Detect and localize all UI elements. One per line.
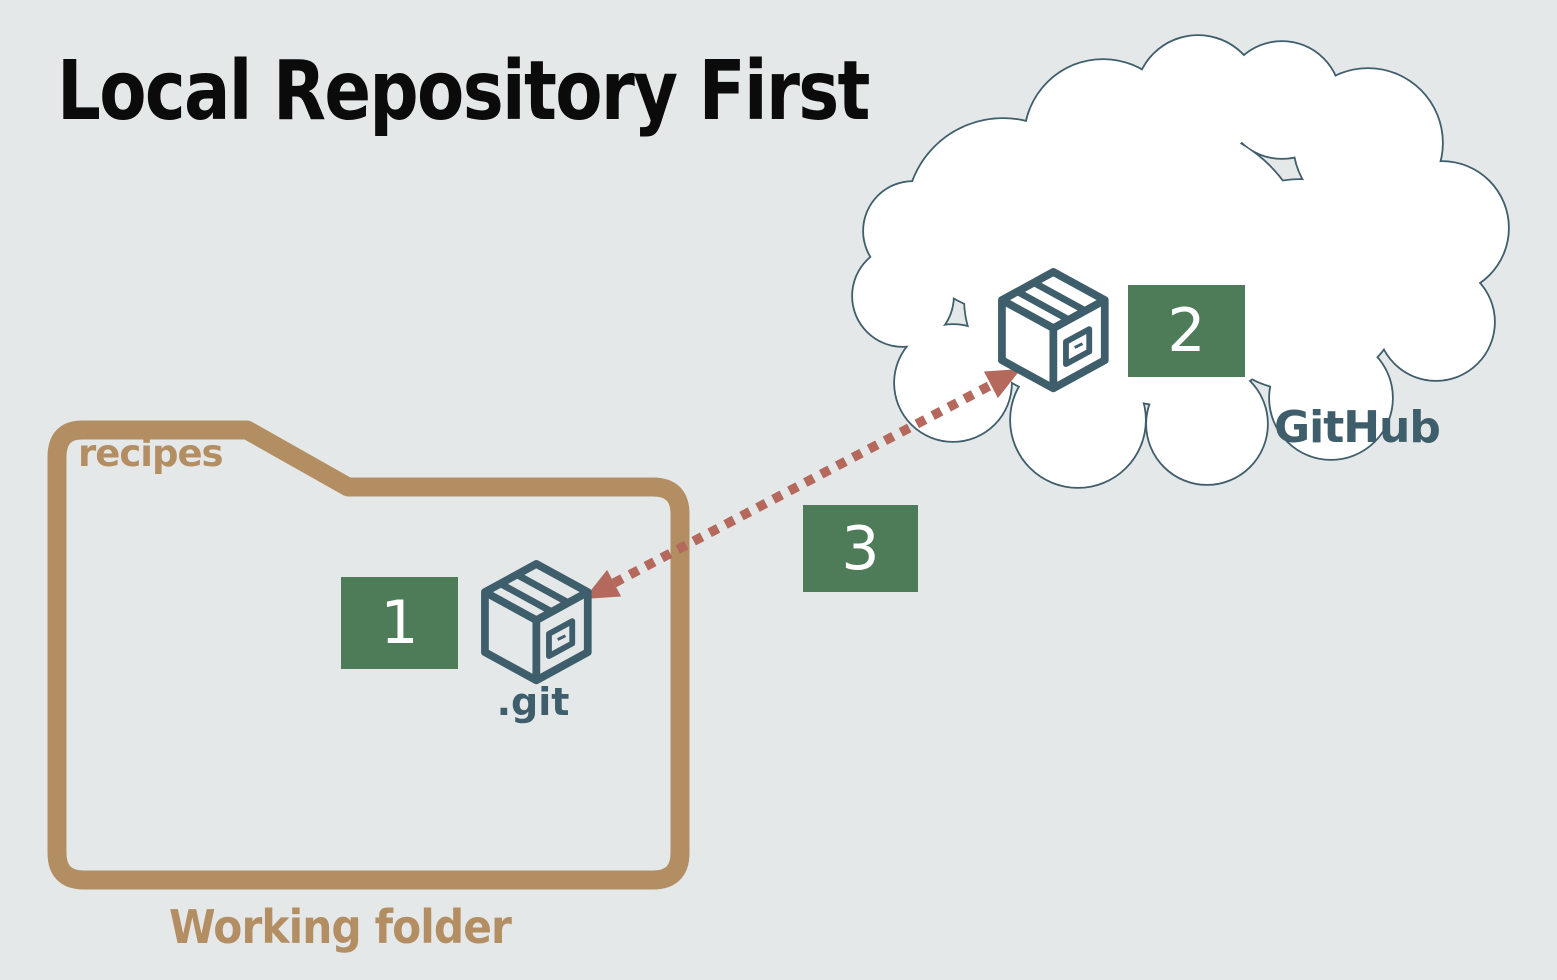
arrowhead-local — [584, 569, 622, 599]
page-title: Local Repository First — [57, 44, 870, 139]
step-3-badge: 3 — [803, 505, 918, 592]
dotted-double-arrow-icon — [584, 369, 1021, 599]
step-2-badge: 2 — [1128, 285, 1245, 377]
folder-name-label: recipes — [78, 432, 224, 475]
folder-icon — [47, 420, 690, 890]
arrowhead-remote — [983, 369, 1021, 399]
step-1-badge: 1 — [341, 577, 458, 669]
package-icon-local — [485, 564, 588, 680]
github-label: GitHub — [1274, 402, 1441, 453]
git-repo-label: .git — [496, 680, 570, 724]
working-folder-caption: Working folder — [169, 900, 512, 954]
